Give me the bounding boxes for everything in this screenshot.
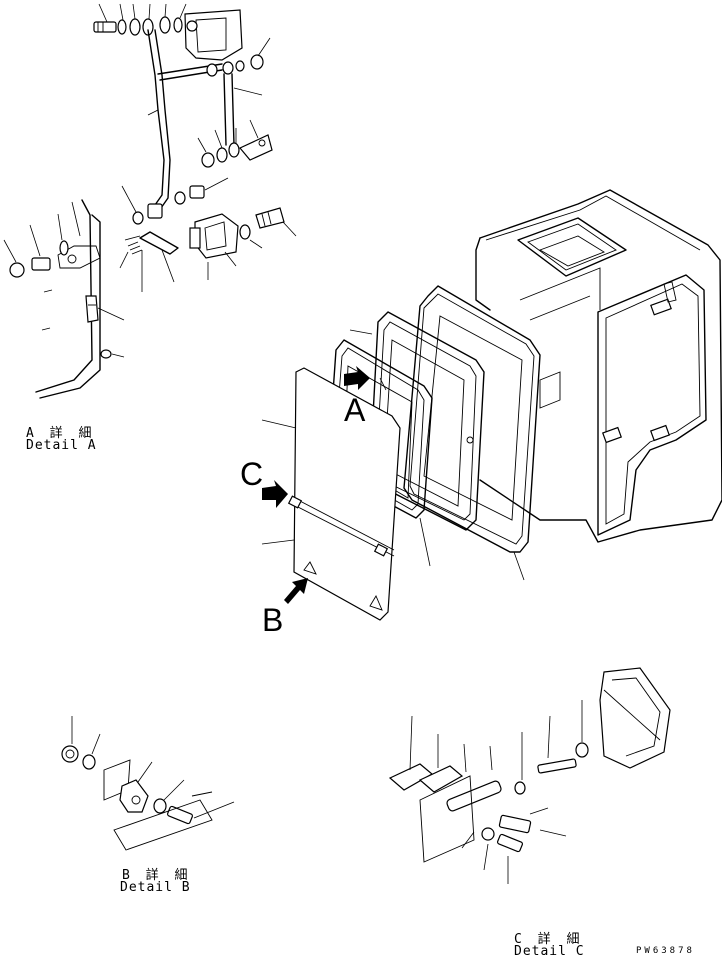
latch-block — [189, 207, 285, 259]
link-rod — [201, 54, 273, 168]
detail-a-title-en: Detail A — [26, 438, 97, 453]
top-bolt-assembly — [93, 9, 243, 61]
pin-spring — [124, 231, 179, 255]
detail-b-drawing — [61, 745, 213, 851]
cab-body — [475, 189, 722, 543]
detail-c-title-jp: C 詳 細 — [514, 932, 584, 947]
arrow-a — [344, 366, 370, 390]
callout-a: A — [344, 392, 366, 428]
detail-c-title-en: Detail C — [514, 944, 585, 959]
left-bolt-row — [9, 240, 112, 359]
detail-c-drawing — [388, 667, 671, 863]
detail-b-title-en: Detail B — [120, 880, 191, 895]
detail-a-title-jp: A 詳 細 — [26, 426, 96, 441]
callout-b: B — [262, 602, 284, 638]
detail-a-drawing — [3, 3, 297, 399]
seal-outer — [403, 285, 541, 553]
drawing-code: PW63878 — [636, 946, 695, 956]
callout-c: C — [240, 456, 264, 492]
arrow-c — [262, 480, 288, 508]
door-frame-left — [35, 199, 101, 399]
arrow-b — [284, 578, 308, 604]
detail-b-title-jp: B 詳 細 — [122, 868, 192, 883]
door-panel — [287, 367, 401, 621]
mid-bushings — [132, 185, 205, 225]
